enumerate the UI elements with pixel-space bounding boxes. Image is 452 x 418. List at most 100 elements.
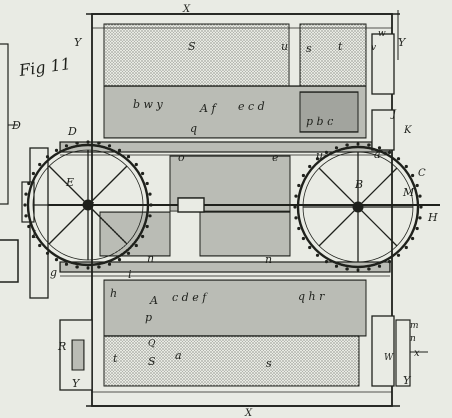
label-m-right: m: [410, 321, 419, 331]
chain-tooth: [54, 148, 59, 152]
label-d-upper: D: [67, 125, 77, 138]
middle-frame-layers: [99, 155, 291, 257]
label-f-left: F: [85, 200, 94, 213]
chain-tooth: [126, 155, 131, 159]
chain-tooth: [107, 144, 112, 148]
chain-tooth: [86, 266, 90, 270]
label-left-y-top: Y: [74, 36, 83, 49]
label-a-lower: A: [149, 294, 158, 307]
label-q-h-r: q h r: [298, 290, 325, 303]
chain-tooth: [31, 234, 35, 239]
chain-tooth: [148, 214, 152, 218]
chain-tooth: [54, 258, 59, 262]
chain-tooth: [297, 183, 301, 188]
chain-tooth: [345, 267, 349, 271]
label-a-small: a: [175, 349, 182, 362]
chain-tooth: [404, 245, 408, 250]
upper-roller-bank: [103, 23, 367, 87]
chain-tooth: [301, 236, 305, 241]
chain-tooth: [107, 262, 112, 266]
chain-tooth: [24, 192, 28, 196]
chain-tooth: [38, 243, 42, 248]
chain-tooth: [324, 260, 329, 264]
lower-chain-belt: [59, 261, 391, 277]
label-e-small: e: [272, 151, 279, 164]
chain-tooth: [45, 251, 50, 255]
label-s-bottom: s: [266, 357, 272, 370]
label-c-right: C: [418, 168, 426, 179]
chain-tooth: [396, 253, 401, 257]
label-c-d-e-f: c d e f: [172, 291, 208, 304]
label-s-lower: S: [148, 355, 156, 368]
label-x-small: x: [414, 348, 420, 359]
chain-tooth: [64, 144, 69, 148]
chain-tooth: [415, 226, 419, 231]
label-n-mid: n: [265, 253, 272, 266]
chain-tooth: [134, 243, 138, 248]
chain-tooth: [294, 194, 298, 198]
chain-tooth: [334, 264, 339, 268]
right-gear-stack: [371, 10, 428, 387]
chain-tooth: [86, 140, 90, 144]
label-n-left: n: [147, 252, 154, 265]
label-a-right: a: [374, 148, 381, 161]
chain-tooth: [396, 157, 401, 161]
chain-tooth: [308, 245, 312, 250]
label-t-top: t: [338, 40, 343, 53]
chain-tooth: [294, 216, 298, 220]
label-right-y-bottom: Y: [403, 374, 412, 387]
label-o: o: [178, 151, 185, 164]
chain-tooth: [367, 267, 371, 271]
label-q: q: [190, 122, 197, 135]
right-drive-wheel: [296, 145, 420, 269]
label-r-left: R: [57, 340, 66, 353]
lower-frame-layers: [103, 279, 367, 337]
label-k: K: [403, 125, 412, 136]
label-g-left: g: [50, 266, 57, 279]
label-p-b-c: p b c: [306, 115, 333, 128]
chain-tooth: [117, 148, 122, 152]
label-s-small: s: [306, 42, 312, 55]
label-i-left: i: [128, 268, 132, 281]
chain-tooth: [141, 171, 145, 176]
chain-tooth: [24, 214, 28, 218]
chain-tooth: [27, 181, 31, 186]
chain-tooth: [97, 265, 101, 269]
chain-tooth: [23, 203, 27, 207]
chain-tooth: [297, 226, 301, 231]
adjacent-figure-fragment: [0, 43, 19, 283]
chain-tooth: [97, 141, 101, 145]
label-u-top: u: [281, 40, 288, 53]
chain-tooth: [418, 216, 422, 220]
chain-tooth: [149, 203, 153, 207]
chain-tooth: [38, 162, 42, 167]
label-right-y-top: Y: [398, 36, 407, 49]
chain-tooth: [308, 164, 312, 169]
chain-tooth: [356, 142, 360, 146]
chain-tooth: [141, 234, 145, 239]
label-h-lower: h: [110, 287, 117, 300]
label-s-top: S: [188, 40, 196, 53]
label-m: M: [402, 186, 415, 199]
label-u-right: u: [316, 149, 323, 162]
left-drive-wheel: [26, 143, 150, 267]
chain-tooth: [345, 143, 349, 147]
label-h: H: [427, 211, 438, 224]
lower-roller-bank: [103, 335, 360, 387]
chain-tooth: [404, 164, 408, 169]
chain-tooth: [126, 251, 131, 255]
label-q-lower: Q: [148, 339, 156, 349]
chain-tooth: [377, 146, 382, 150]
chain-tooth: [419, 205, 423, 209]
label-w-small: W: [384, 353, 394, 363]
chain-tooth: [145, 181, 149, 186]
chain-tooth: [75, 141, 79, 145]
left-gear-stack: [21, 147, 93, 391]
chain-teeth: [23, 140, 423, 272]
chain-tooth: [64, 262, 69, 266]
chain-tooth: [148, 192, 152, 196]
chain-tooth: [415, 183, 419, 188]
label-p-lower: p: [145, 311, 152, 324]
label-e-wheel: E: [65, 176, 74, 189]
label-a-f: A f: [199, 102, 217, 115]
